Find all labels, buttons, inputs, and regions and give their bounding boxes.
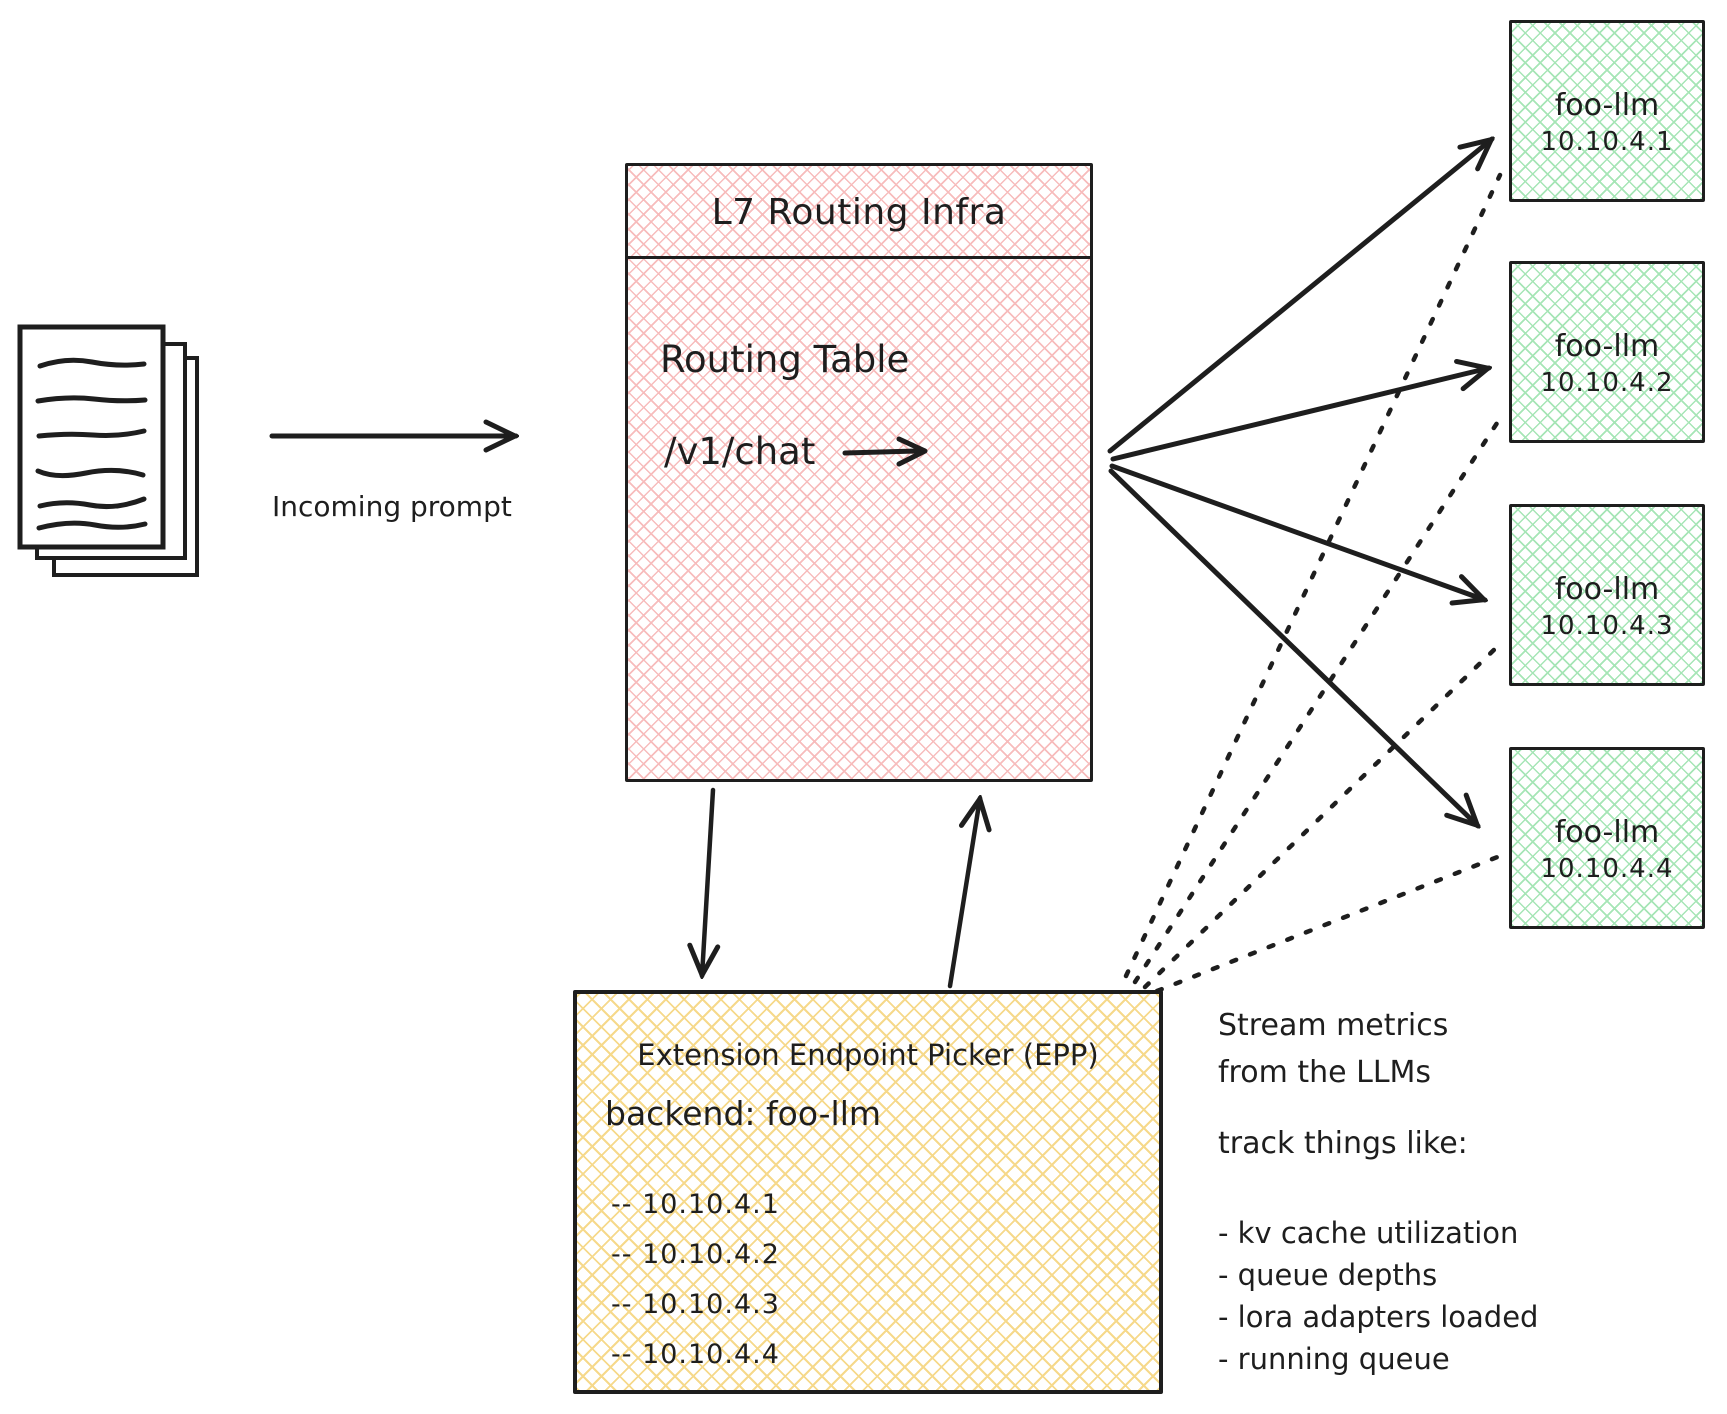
epp-endpoint: -- 10.10.4.3: [611, 1289, 780, 1320]
llm-ip: 10.10.4.4: [1540, 853, 1674, 884]
routing-to-epp-arrow: [702, 787, 713, 976]
llm-ip: 10.10.4.3: [1540, 610, 1674, 641]
route-entry: /v1/chat: [664, 430, 933, 473]
llm-box-4: foo-llm 10.10.4.4: [1509, 747, 1705, 929]
document-page-middle: [35, 342, 187, 560]
metrics-dotted-line-4: [1154, 853, 1503, 994]
fan-arrow-1: [1107, 139, 1492, 454]
epp-endpoint: -- 10.10.4.1: [611, 1189, 780, 1220]
routing-table-label: Routing Table: [660, 338, 910, 381]
llm-box-1: foo-llm 10.10.4.1: [1509, 20, 1705, 202]
fan-arrow-2: [1110, 368, 1489, 462]
llm-name: foo-llm: [1554, 814, 1660, 850]
llm-ip: 10.10.4.1: [1540, 126, 1674, 157]
metrics-bullet: - lora adapters loaded: [1218, 1300, 1539, 1334]
epp-endpoint: -- 10.10.4.2: [611, 1239, 780, 1270]
fan-arrow-4: [1108, 468, 1478, 826]
document-text-lines: [35, 357, 148, 531]
llm-ip: 10.10.4.2: [1540, 367, 1674, 398]
metrics-bullet: - kv cache utilization: [1218, 1216, 1519, 1250]
fan-arrow-3: [1109, 463, 1485, 600]
document-page-front: [17, 324, 166, 550]
llm-name: foo-llm: [1554, 571, 1660, 607]
route-arrow-icon: [842, 436, 928, 466]
epp-endpoint: -- 10.10.4.4: [611, 1339, 780, 1370]
epp-title: Extension Endpoint Picker (EPP): [637, 1038, 1099, 1072]
metrics-dotted-line-2: [1132, 417, 1502, 985]
epp-endpoint-list: -- 10.10.4.1 -- 10.10.4.2 -- 10.10.4.3 -…: [611, 1180, 780, 1380]
document-page-back: [52, 356, 199, 577]
epp-box: Extension Endpoint Picker (EPP) backend:…: [573, 990, 1163, 1394]
stream-metrics-note-line2: from the LLMs: [1218, 1055, 1432, 1090]
documents-icon: [17, 324, 199, 577]
epp-to-routing-arrow: [947, 798, 980, 989]
metrics-bullet-list: - kv cache utilization - queue depths - …: [1218, 1212, 1538, 1380]
metrics-bullet: - running queue: [1218, 1342, 1450, 1376]
epp-backend-label: backend: foo-llm: [605, 1094, 882, 1133]
metrics-dotted-line-3: [1142, 643, 1501, 990]
llm-name: foo-llm: [1554, 328, 1660, 364]
l7-routing-infra-box: L7 Routing Infra Routing Table /v1/chat: [625, 163, 1093, 782]
metrics-dotted-line-1: [1123, 172, 1503, 979]
metrics-bullet: - queue depths: [1218, 1258, 1438, 1292]
llm-box-2: foo-llm 10.10.4.2: [1509, 261, 1705, 443]
incoming-prompt-label: Incoming prompt: [272, 490, 512, 523]
track-things-label: track things like:: [1218, 1126, 1468, 1161]
routing-box-divider: [628, 256, 1090, 259]
routing-box-title: L7 Routing Infra: [711, 192, 1007, 233]
route-path-label: /v1/chat: [664, 430, 816, 473]
stream-metrics-note-line1: Stream metrics: [1218, 1008, 1449, 1043]
llm-box-3: foo-llm 10.10.4.3: [1509, 504, 1705, 686]
llm-name: foo-llm: [1554, 87, 1660, 123]
